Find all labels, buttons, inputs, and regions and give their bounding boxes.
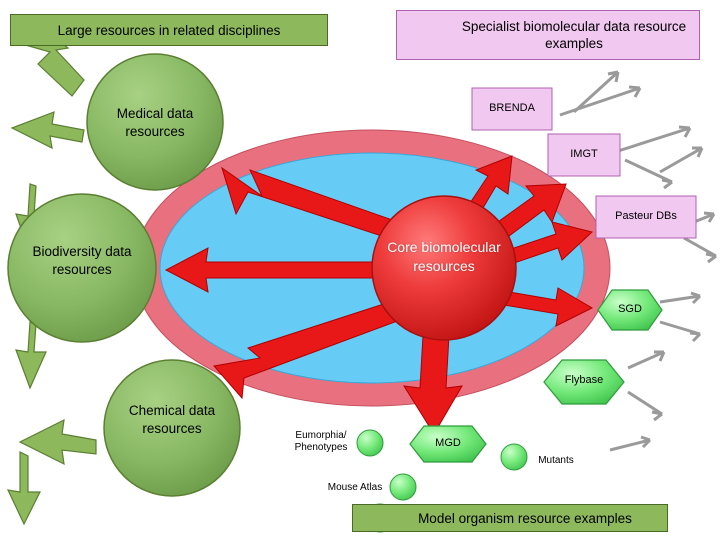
box-pasteur — [595, 195, 697, 239]
label-sgd: SGD — [618, 303, 642, 315]
node-mutants — [500, 443, 528, 471]
label-imgt: IMGT — [570, 148, 598, 160]
green-resource-nodes — [7, 53, 241, 497]
pink-specialist-boxes — [471, 87, 697, 239]
node-sgd — [597, 289, 663, 331]
core-node — [371, 195, 517, 341]
label-eumorphia: Eumorphia/ Phenotypes — [294, 430, 348, 453]
node-mouse-atlas — [389, 473, 417, 501]
label-chemical: Chemical data resources — [128, 403, 216, 436]
node-mgd — [409, 425, 487, 463]
node-eumorphia — [356, 429, 384, 457]
legend-large-resources: Large resources in related disciplines — [10, 14, 328, 46]
label-pasteur: Pasteur DBs — [615, 210, 677, 222]
legend-specialist-resources: Specialist biomolecular data resource ex… — [396, 10, 700, 60]
node-biodiversity — [7, 193, 157, 343]
model-organism-nodes — [356, 289, 663, 533]
grey-arrows — [559, 70, 717, 452]
label-medical: Medical data resources — [116, 106, 194, 139]
label-brenda: BRENDA — [489, 102, 535, 114]
label-mgd: MGD — [435, 437, 461, 449]
node-medical — [86, 53, 224, 191]
box-imgt — [547, 133, 621, 177]
label-mouse-atlas: Mouse Atlas — [327, 482, 383, 493]
legend-model-organism: Model organism resource examples — [352, 504, 668, 532]
label-biodiversity: Biodiversity data resources — [32, 244, 132, 277]
node-flybase — [543, 359, 625, 405]
box-brenda — [471, 87, 553, 131]
label-core: Core biomolecular resources — [387, 239, 501, 274]
label-mutants: Mutants — [538, 455, 574, 466]
label-flybase: Flybase — [564, 374, 604, 386]
node-chemical — [103, 359, 241, 497]
